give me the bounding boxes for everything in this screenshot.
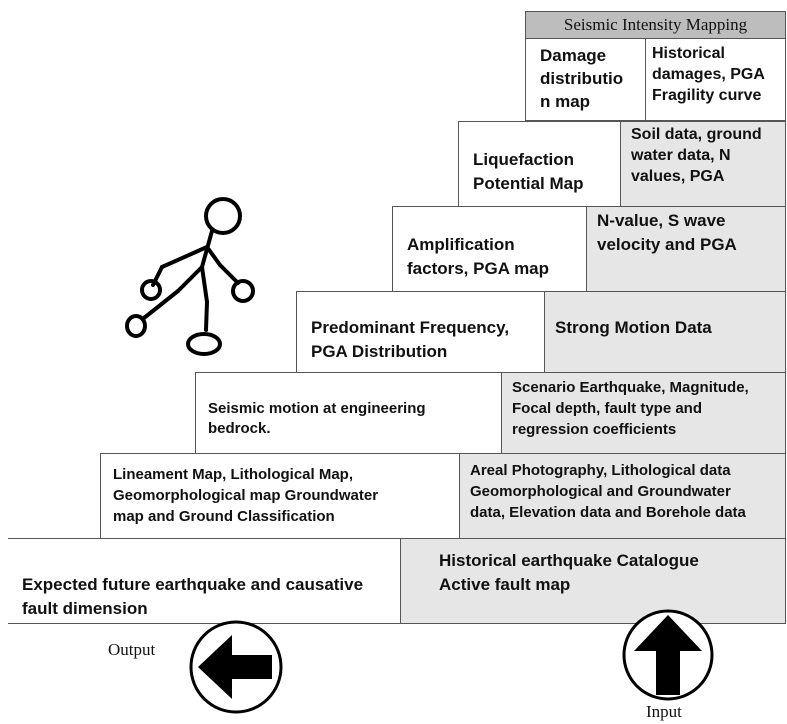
step-4-output-text: Predominant Frequency, PGA Distribution bbox=[311, 318, 510, 361]
step-3-input-text: N-value, S wave velocity and PGA bbox=[597, 211, 737, 254]
step-5-input-text: Scenario Earthquake, Magnitude, Focal de… bbox=[512, 379, 749, 438]
step-6-output-text: Lineament Map, Lithological Map, Geomorp… bbox=[113, 466, 379, 525]
step-1-output-box: Damage distributio n map bbox=[525, 38, 646, 121]
step-6-output-box: Lineament Map, Lithological Map, Geomorp… bbox=[100, 453, 460, 539]
step-3-output-text: Amplification factors, PGA map bbox=[407, 235, 550, 278]
seismic-intensity-mapping-header: Seismic Intensity Mapping bbox=[525, 11, 786, 39]
walking-person-icon bbox=[125, 197, 255, 356]
step-3-input-box: N-value, S wave velocity and PGA bbox=[586, 206, 786, 292]
input-up-arrow-icon bbox=[622, 609, 714, 701]
step-7-input-box: Historical earthquake Catalogue Active f… bbox=[400, 538, 786, 624]
step-3-output-box: Amplification factors, PGA map bbox=[392, 206, 587, 292]
step-7-output-box: Expected future earthquake and causative… bbox=[8, 538, 401, 624]
output-left-arrow-icon bbox=[189, 620, 283, 714]
step-1-input-box: Historical damages, PGA Fragility curve bbox=[645, 38, 786, 121]
step-5-input-box: Scenario Earthquake, Magnitude, Focal de… bbox=[501, 372, 786, 454]
step-5-output-box: Seismic motion at engineering bedrock. bbox=[195, 372, 502, 454]
input-label: Input bbox=[646, 702, 682, 721]
step-6-input-box: Areal Photography, Lithological data Geo… bbox=[459, 453, 786, 539]
step-7-input-text: Historical earthquake Catalogue Active f… bbox=[439, 551, 699, 594]
step-2-input-box: Soil data, ground water data, N values, … bbox=[620, 121, 786, 207]
output-label: Output bbox=[108, 640, 156, 659]
step-4-input-box: Strong Motion Data bbox=[544, 291, 786, 373]
step-7-output-text: Expected future earthquake and causative… bbox=[22, 575, 364, 618]
step-4-output-box: Predominant Frequency, PGA Distribution bbox=[296, 291, 545, 373]
step-1-output-text: Damage distributio n map bbox=[540, 46, 624, 111]
step-4-input-text: Strong Motion Data bbox=[555, 318, 712, 337]
step-2-output-text: Liquefaction Potential Map bbox=[473, 150, 584, 193]
step-2-input-text: Soil data, ground water data, N values, … bbox=[631, 126, 762, 185]
step-2-output-box: Liquefaction Potential Map bbox=[458, 121, 621, 207]
step-5-output-text: Seismic motion at engineering bedrock. bbox=[208, 400, 426, 437]
step-6-input-text: Areal Photography, Lithological data Geo… bbox=[470, 462, 746, 521]
step-1-input-text: Historical damages, PGA Fragility curve bbox=[652, 45, 765, 104]
